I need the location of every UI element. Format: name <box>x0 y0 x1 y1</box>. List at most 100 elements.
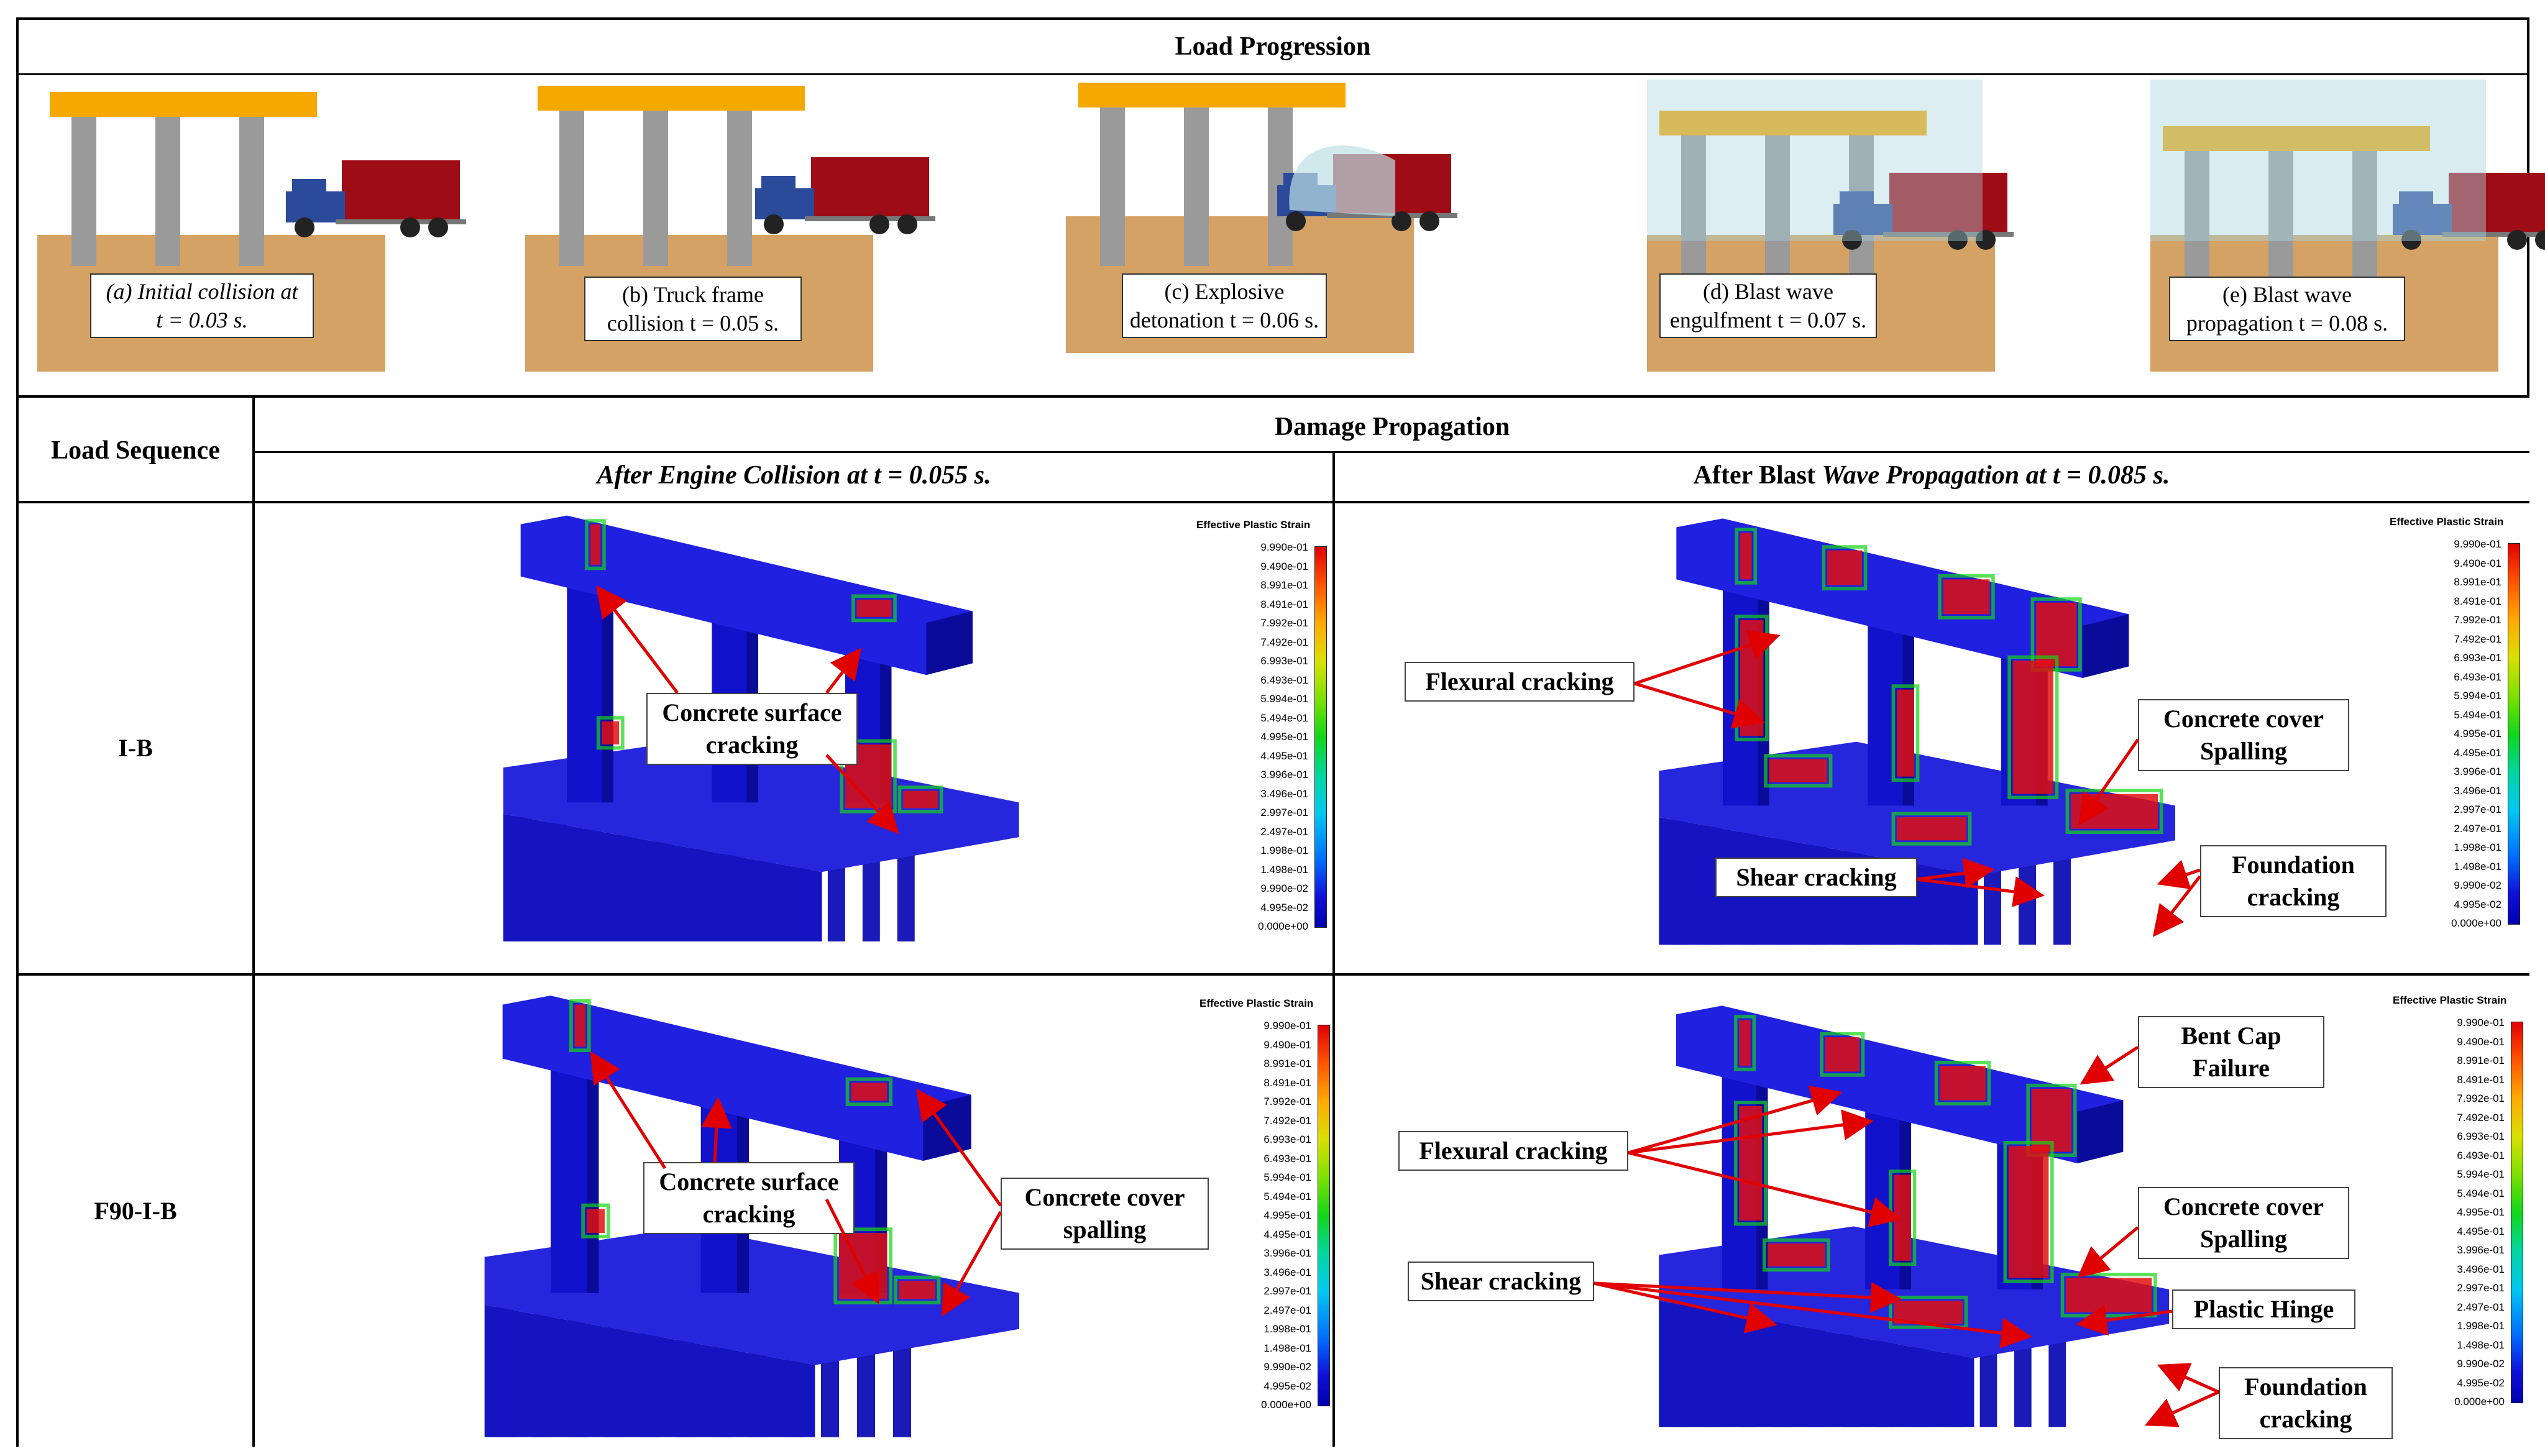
legend-tick: 4.995e-02 <box>1263 1380 1311 1392</box>
bent-cap <box>538 86 805 111</box>
legend-tick: 3.496e-01 <box>1260 787 1308 800</box>
bridge-column <box>155 117 180 266</box>
legend-tick: 5.994e-01 <box>2457 1168 2505 1180</box>
callout-line1: Flexural cracking <box>1425 667 1614 695</box>
stage-caption-line1: (e) Blast wave <box>2222 282 2352 307</box>
truck-frame <box>1883 232 2014 237</box>
damage-fringe <box>1820 1032 1865 1077</box>
legend-tick: 8.491e-01 <box>1260 598 1308 610</box>
damage-patch <box>1740 533 1752 580</box>
stage-caption-line1: (a) Initial collision at <box>106 279 298 304</box>
callout-line1: Foundation <box>2244 1373 2367 1401</box>
legend-tick: 0.000e+00 <box>1258 920 1308 932</box>
damage-patch <box>903 790 938 808</box>
truck-wheel <box>2507 230 2527 250</box>
callout-line2: spalling <box>1063 1216 1147 1243</box>
legend-tick: 4.495e-01 <box>2454 746 2501 759</box>
damage-patch <box>1894 1301 1963 1324</box>
grid-under-progression <box>16 395 2529 398</box>
damage-patch <box>587 1209 605 1233</box>
legend-tick: 1.498e-01 <box>2457 1339 2505 1351</box>
legend-title: Effective Plastic Strain <box>2393 994 2507 1006</box>
legend-tick: 7.992e-01 <box>2454 614 2501 626</box>
legend-tick: 2.497e-01 <box>1260 825 1308 838</box>
callout-line1: Bent Cap <box>2181 1022 2281 1050</box>
truck-wheel <box>1392 211 1411 231</box>
callout-f90-plastic-hinge: Plastic Hinge <box>2172 1289 2355 1329</box>
legend-tick: 4.495e-01 <box>2457 1225 2505 1237</box>
damage-patch <box>839 1233 887 1299</box>
legend-tick: 8.491e-01 <box>2457 1073 2505 1086</box>
fe-bent-cap-end <box>926 611 973 675</box>
legend-tick: 9.990e-02 <box>2454 879 2501 891</box>
legend-tick: 9.990e-01 <box>2457 1017 2505 1028</box>
stage-scene-4 <box>2150 80 2545 372</box>
damage-patch <box>899 1281 935 1299</box>
legend-tick: 7.492e-01 <box>1260 636 1308 648</box>
row-label-ib: I-B <box>118 734 153 762</box>
stage-caption-line1: (b) Truck frame <box>622 282 764 307</box>
bridge-column <box>643 111 668 266</box>
bent-cap <box>2163 126 2430 151</box>
truck-wheel <box>1286 211 1306 231</box>
grid-col-middle <box>1332 452 1335 1447</box>
legend-tick: 7.492e-01 <box>2457 1111 2505 1124</box>
legend-title: Effective Plastic Strain <box>1199 997 1314 1009</box>
legend-tick: 5.494e-01 <box>1260 712 1308 724</box>
legend-tick: 1.498e-01 <box>1260 863 1308 876</box>
legend-tick: 2.997e-01 <box>1263 1285 1311 1297</box>
legend-tick: 0.000e+00 <box>2451 917 2501 929</box>
legend-tick: 6.993e-01 <box>2454 652 2501 664</box>
damage-patch <box>851 1083 887 1101</box>
callout-ib-flexural: Flexural cracking <box>1405 662 1635 702</box>
bent-cap <box>1659 111 1927 135</box>
callout-ib-shear: Shear cracking <box>1715 858 1917 897</box>
bridge-column <box>1681 135 1706 278</box>
truck-wheel <box>1976 230 1996 250</box>
truck-frame <box>336 219 466 224</box>
legend-tick: 1.998e-01 <box>2457 1320 2505 1332</box>
legend-tick: 6.493e-01 <box>1260 674 1308 686</box>
damage-patch <box>2008 1146 2049 1278</box>
bridge-column <box>1765 135 1790 278</box>
legend-tick: 4.495e-01 <box>1260 749 1308 762</box>
damage-fringe <box>596 716 625 750</box>
blast-cloud <box>1289 145 1395 216</box>
damage-patch <box>1827 550 1862 585</box>
footing-front <box>503 813 822 941</box>
damage-patch <box>1739 1020 1751 1066</box>
grid-col-sequence <box>252 398 255 1447</box>
legend-tick: 9.490e-01 <box>2457 1035 2505 1048</box>
fe-bent-cap <box>520 515 973 675</box>
stage-caption-line2: engulfment t = 0.07 s. <box>1669 308 1867 332</box>
damage-patch <box>1897 817 1966 841</box>
legend-colorbar <box>2511 1022 2523 1403</box>
damage-fringe <box>1938 574 1995 620</box>
truck-cab-top <box>761 176 796 195</box>
callout-f90-shear: Shear cracking <box>1408 1261 1594 1301</box>
callout-line2: cracking <box>2259 1405 2352 1433</box>
legend-tick: 8.491e-01 <box>1263 1076 1311 1089</box>
legend-tick: 4.995e-01 <box>1260 731 1308 743</box>
grid-under-subheaders <box>16 501 2529 503</box>
grid-left <box>16 17 19 1447</box>
bridge-column <box>559 111 584 266</box>
truck-wheel <box>1842 230 1862 250</box>
damage-fringe <box>1764 754 1833 788</box>
footing-top <box>503 738 1019 872</box>
callout-line1: Foundation <box>2232 851 2355 879</box>
legend-tick: 8.991e-01 <box>1263 1058 1311 1069</box>
legend-tick: 7.992e-01 <box>1263 1096 1311 1107</box>
callout-line1: Concrete surface <box>659 1168 839 1196</box>
legend-tick: 2.997e-01 <box>2454 804 2501 815</box>
